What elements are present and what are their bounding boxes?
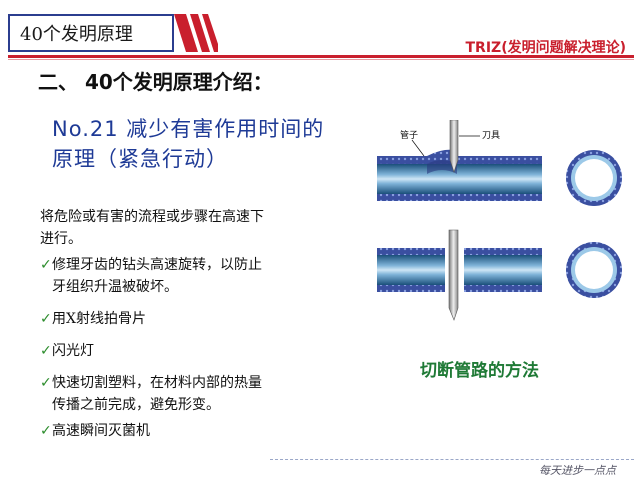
course-title: TRIZ(发明问题解决理论) — [465, 40, 627, 56]
list-item: ✓ 高速瞬间灭菌机 — [40, 420, 345, 442]
cutting-tool-top — [449, 120, 459, 173]
cutting-tool-bottom — [448, 229, 459, 321]
pipe-bottom-side-view — [377, 248, 542, 292]
check-icon: ✓ — [40, 311, 52, 327]
check-icon: ✓ — [40, 257, 52, 273]
pipe-cutting-illustration: 管子 刀具 — [377, 120, 622, 321]
list-item-text: 快速切割塑料，在材料内部的热量 — [52, 375, 262, 391]
intro-line1: 将危险或有害的流程或步骤在高速下 — [40, 209, 264, 225]
principle-title: No.21 减少有害作用时间的 原理（紧急行动） — [52, 114, 372, 174]
list-item-text: 用X射线拍骨片 — [52, 311, 146, 327]
list-item-text-cont: 牙组织升温被破坏。 — [52, 279, 178, 295]
list-item: ✓ 用X射线拍骨片 — [40, 308, 345, 330]
list-item-text: 闪光灯 — [52, 343, 94, 359]
check-icon: ✓ — [40, 423, 52, 439]
header-stripes-decoration — [174, 14, 218, 52]
example-list: ✓ 修理牙齿的钻头高速旋转，以防止 牙组织升温被破坏。 ✓ 用X射线拍骨片 ✓ … — [40, 254, 345, 442]
tube-label: 管子 — [400, 129, 418, 141]
footer-slogan: 每天进步一点点 — [539, 464, 616, 477]
header-divider-thin — [8, 59, 634, 60]
check-icon: ✓ — [40, 343, 52, 359]
list-item: ✓ 快速切割塑料，在材料内部的热量 传播之前完成，避免形变。 — [40, 372, 345, 416]
check-icon: ✓ — [40, 375, 52, 391]
header-tag-title: 40个发明原理 — [8, 14, 174, 52]
header-divider — [8, 55, 634, 58]
list-item: ✓ 修理牙齿的钻头高速旋转，以防止 牙组织升温被破坏。 — [40, 254, 345, 298]
figure-caption: 切断管路的方法 — [420, 361, 539, 381]
pipe-top-side-view — [377, 149, 542, 201]
principle-body: 将危险或有害的流程或步骤在高速下 进行。 ✓ 修理牙齿的钻头高速旋转，以防止 牙… — [40, 206, 345, 452]
pipe-bottom-cross-section — [566, 242, 622, 298]
list-item-text-cont: 传播之前完成，避免形变。 — [52, 397, 220, 413]
footer-divider — [270, 459, 634, 460]
list-item-text: 修理牙齿的钻头高速旋转，以防止 — [52, 257, 262, 273]
section-title: 二、 40个发明原理介绍： — [38, 70, 273, 94]
tool-label: 刀具 — [482, 130, 500, 141]
principle-title-line2: 原理（紧急行动） — [52, 147, 228, 171]
list-item: ✓ 闪光灯 — [40, 340, 345, 362]
principle-title-line1: No.21 减少有害作用时间的 — [52, 117, 325, 141]
intro-line2: 进行。 — [40, 231, 82, 247]
pipe-top-cross-section — [566, 150, 622, 206]
list-item-text: 高速瞬间灭菌机 — [52, 423, 150, 439]
intro-text: 将危险或有害的流程或步骤在高速下 进行。 — [40, 206, 345, 250]
